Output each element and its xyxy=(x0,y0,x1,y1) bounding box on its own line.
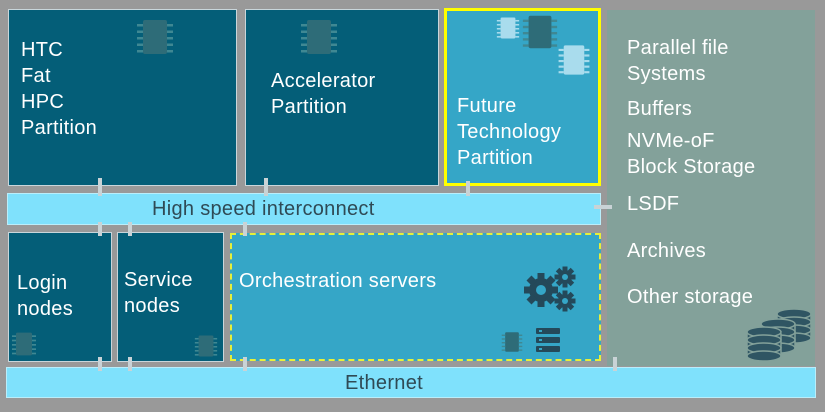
connector xyxy=(128,357,132,371)
accelerator-partition xyxy=(245,9,439,186)
high-speed-interconnect xyxy=(7,193,601,225)
future-technology-partition xyxy=(444,8,601,186)
server-icon xyxy=(536,328,560,352)
database-stack-icon xyxy=(746,308,812,362)
login-nodes-label: Login nodes xyxy=(17,272,73,320)
connector xyxy=(98,357,102,371)
chip-icon xyxy=(522,15,558,49)
connector xyxy=(594,205,612,209)
chip-icon xyxy=(12,332,36,356)
ethernet-label: Ethernet xyxy=(345,372,424,394)
storage-parallel-file-systems: Parallel file Systems xyxy=(627,37,729,85)
storage-other: Other storage xyxy=(627,286,754,308)
htc-partition xyxy=(8,9,237,186)
ethernet-bus xyxy=(6,367,816,398)
storage-nvme: NVMe-oF Block Storage xyxy=(627,130,756,178)
orchestration-servers-label: Orchestration servers xyxy=(239,270,437,292)
connector xyxy=(128,222,132,236)
connector xyxy=(264,178,268,196)
future-technology-partition-label: Future Technology Partition xyxy=(457,95,562,169)
connector xyxy=(243,357,247,371)
high-speed-interconnect-label: High speed interconnect xyxy=(152,198,375,220)
htc-partition-label: HTC Fat HPC Partition xyxy=(21,39,98,139)
chip-icon xyxy=(137,20,173,54)
storage-buffers: Buffers xyxy=(627,98,693,120)
connector xyxy=(98,222,102,236)
chip-icon xyxy=(194,335,218,357)
service-nodes-label: Service nodes xyxy=(124,269,193,317)
storage-panel xyxy=(607,10,815,366)
connector xyxy=(613,357,617,371)
connector xyxy=(466,181,470,196)
chip-icon xyxy=(558,45,590,75)
chip-icon xyxy=(501,332,523,352)
chip-icon xyxy=(496,17,520,39)
connector xyxy=(243,222,247,236)
storage-archives: Archives xyxy=(627,240,707,262)
chip-icon xyxy=(301,20,337,54)
gears-icon xyxy=(524,266,576,312)
accelerator-partition-label: Accelerator Partition xyxy=(271,70,376,118)
storage-lsdf: LSDF xyxy=(627,193,680,215)
connector xyxy=(98,178,102,196)
